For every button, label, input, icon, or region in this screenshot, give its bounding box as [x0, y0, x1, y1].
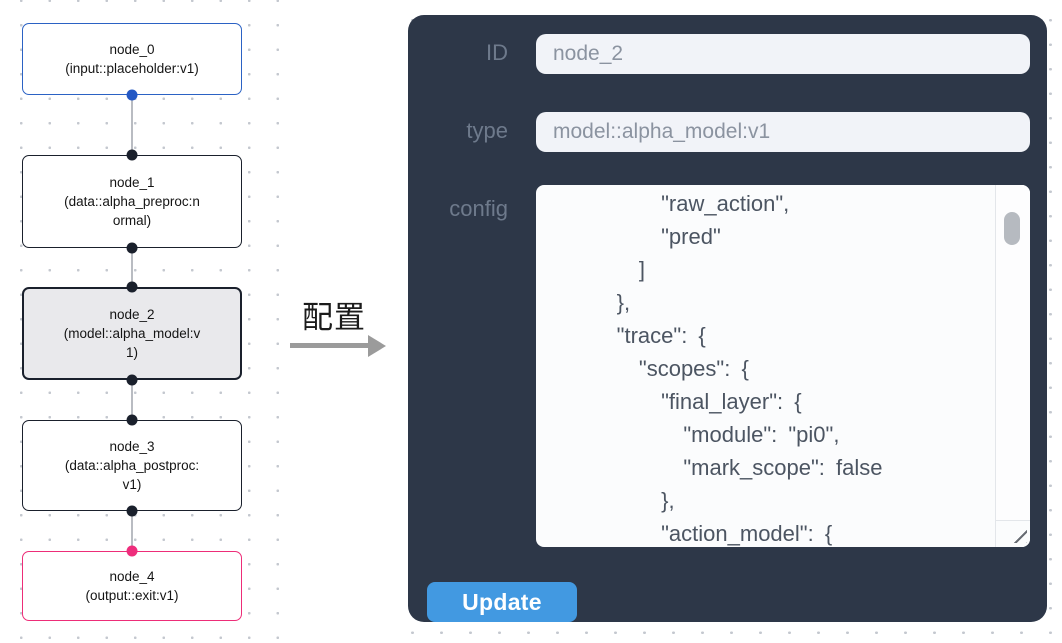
node-title: node_4	[109, 569, 155, 584]
id-input[interactable]	[536, 34, 1030, 74]
handle-target-node_2[interactable]	[126, 281, 138, 293]
right-canvas: ID type config "raw_action", "pred" ] },…	[392, 0, 1062, 643]
node-subtitle: (model::alpha_model:v1)	[63, 326, 201, 360]
config-text: "raw_action", "pred" ] }, "trace": { "sc…	[616, 191, 883, 546]
node-title: node_3	[109, 439, 155, 454]
node-title: node_0	[109, 42, 155, 57]
scrollbar-track[interactable]	[995, 185, 1030, 521]
flow-canvas[interactable]: node_0 (input::placeholder:v1) node_1 (d…	[0, 0, 286, 643]
config-arrow-label: 配置	[302, 300, 366, 335]
node-subtitle: (data::alpha_postproc:v1)	[64, 458, 200, 492]
node-node_4[interactable]: node_4 (output::exit:v1)	[22, 551, 242, 621]
node-node_1[interactable]: node_1 (data::alpha_preproc:normal)	[22, 155, 242, 248]
config-label: config	[449, 196, 508, 221]
node-node_2[interactable]: node_2 (model::alpha_model:v1)	[22, 287, 242, 380]
config-panel: ID type config "raw_action", "pred" ] },…	[408, 15, 1047, 622]
arrow-head-icon	[368, 334, 386, 357]
id-label: ID	[486, 40, 508, 65]
handle-source-node_3[interactable]	[126, 505, 138, 517]
update-button[interactable]: Update	[427, 582, 577, 622]
scrollbar-corner	[995, 520, 1030, 547]
config-textarea[interactable]: "raw_action", "pred" ] }, "trace": { "sc…	[536, 185, 1030, 547]
node-subtitle: (input::placeholder:v1)	[65, 61, 199, 76]
type-input[interactable]	[536, 112, 1030, 152]
node-title: node_1	[109, 175, 155, 190]
handle-target-node_1[interactable]	[126, 149, 138, 161]
node-subtitle: (data::alpha_preproc:normal)	[64, 194, 200, 228]
handle-source-node_2[interactable]	[126, 374, 138, 386]
handle-target-node_3[interactable]	[126, 414, 138, 426]
type-label: type	[466, 118, 508, 143]
handle-target-node_4[interactable]	[126, 545, 138, 557]
node-node_0[interactable]: node_0 (input::placeholder:v1)	[22, 23, 242, 95]
handle-source-node_1[interactable]	[126, 242, 138, 254]
node-title: node_2	[109, 307, 155, 322]
node-subtitle: (output::exit:v1)	[85, 588, 179, 603]
handle-source-node_0[interactable]	[126, 89, 138, 101]
arrow-right-icon	[290, 343, 370, 348]
resize-grip-icon[interactable]	[1010, 529, 1027, 543]
node-node_3[interactable]: node_3 (data::alpha_postproc:v1)	[22, 420, 242, 511]
scrollbar-thumb[interactable]	[1004, 212, 1020, 245]
